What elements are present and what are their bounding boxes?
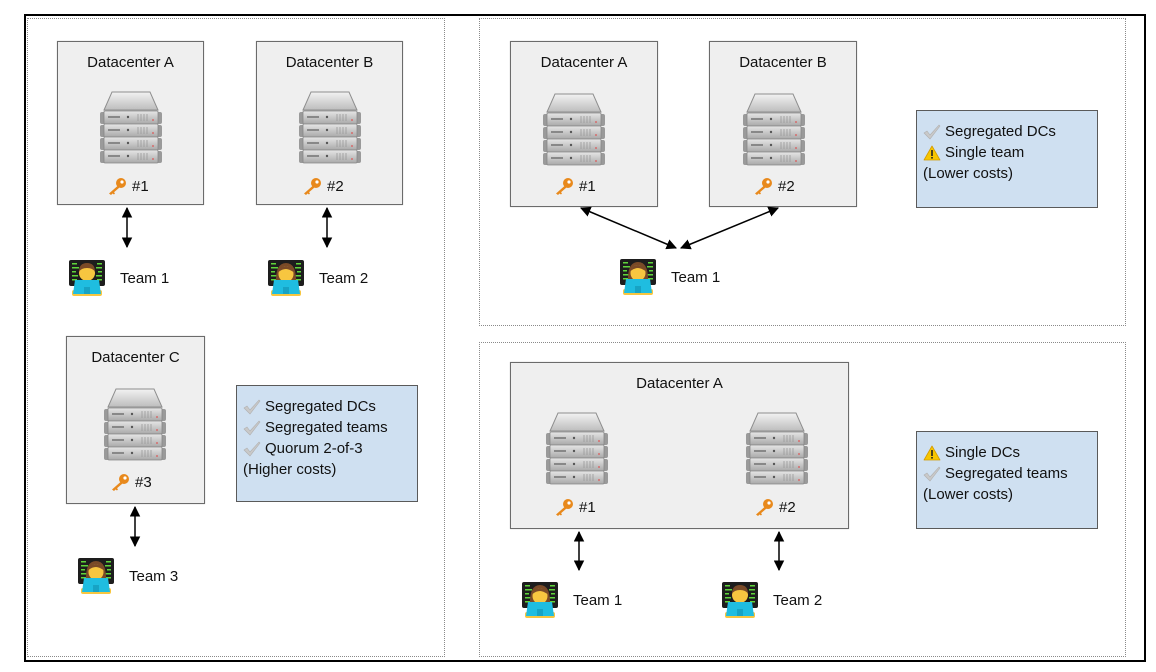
key-label: #2: [753, 498, 796, 516]
team-1-left: Team 1: [68, 260, 169, 296]
server-icon: [98, 90, 164, 164]
check-icon: [243, 441, 261, 457]
key-label: #1: [106, 177, 149, 195]
technologist-female-icon: [619, 259, 657, 295]
info-item-text: Single DCs: [945, 444, 1021, 461]
info-item: Single DCs: [923, 442, 1097, 463]
team-label: Team 1: [671, 268, 721, 286]
server-icon: [297, 90, 363, 164]
warning-icon: [923, 145, 941, 161]
check-icon: [243, 399, 261, 415]
datacenter-b-left: Datacenter B #2: [256, 41, 403, 205]
datacenter-title: Datacenter A: [540, 54, 628, 71]
datacenter-a-left: Datacenter A #1: [57, 41, 204, 205]
key-number: #3: [135, 473, 152, 491]
datacenter-c-left: Datacenter C #3: [66, 336, 205, 504]
panel-single-team: [479, 18, 1126, 326]
key-icon: [752, 177, 774, 195]
info-box-single-dc: Single DCs Segregated teams (Lower costs…: [916, 431, 1098, 529]
key-icon: [753, 498, 775, 516]
datacenter-title: Datacenter B: [739, 54, 827, 71]
team-3-left: Team 3: [77, 558, 178, 594]
key-number: #2: [778, 177, 795, 195]
info-item-text: Segregated DCs: [265, 398, 376, 415]
key-number: #1: [579, 498, 596, 516]
key-icon: [301, 177, 323, 195]
team-label: Team 1: [573, 591, 623, 609]
datacenter-title: Datacenter C: [91, 349, 180, 366]
datacenter-b-top-right: Datacenter B #2: [709, 41, 857, 207]
team-label: Team 1: [120, 269, 170, 287]
info-note: (Higher costs): [243, 459, 417, 480]
key-icon: [553, 177, 575, 195]
datacenter-title: Datacenter A: [87, 54, 174, 71]
server-icon: [102, 387, 168, 461]
team-label: Team 3: [129, 567, 179, 585]
info-box-single-team: Segregated DCs Single team (Lower costs): [916, 110, 1098, 208]
key-label: #1: [553, 498, 596, 516]
key-number: #1: [579, 177, 596, 195]
info-box-quorum: Segregated DCs Segregated teams Quorum 2…: [236, 385, 418, 502]
panel-single-datacenter: [479, 342, 1126, 657]
server-icon: [544, 411, 610, 485]
datacenter-a-bottom-right: Datacenter A #1 #2: [510, 362, 849, 529]
info-note-text: (Lower costs): [923, 165, 1014, 182]
datacenter-title: Datacenter B: [285, 54, 374, 71]
info-item: Segregated teams: [243, 417, 417, 438]
key-label: #2: [752, 177, 795, 195]
info-item-text: Segregated teams: [945, 465, 1068, 482]
server-icon: [541, 92, 607, 166]
datacenter-title: Datacenter A: [636, 375, 723, 392]
info-item: Single team: [923, 142, 1097, 163]
info-item-text: Single team: [945, 144, 1025, 161]
key-icon: [109, 473, 131, 491]
check-icon: [243, 420, 261, 436]
info-item: Segregated teams: [923, 463, 1097, 484]
technologist-male-icon: [68, 260, 106, 296]
team-label: Team 2: [319, 269, 369, 287]
info-note: (Lower costs): [923, 163, 1097, 184]
server-icon: [741, 92, 807, 166]
info-item-text: Segregated teams: [265, 419, 388, 436]
key-icon: [553, 498, 575, 516]
key-label: #2: [301, 177, 344, 195]
technologist-male-icon: [721, 582, 759, 618]
check-icon: [923, 466, 941, 482]
check-icon: [923, 124, 941, 140]
key-label: #3: [109, 473, 152, 491]
panel-three-datacenters: [27, 18, 445, 657]
diagram-frame: [24, 14, 1146, 662]
warning-icon: [923, 445, 941, 461]
datacenter-a-top-right: Datacenter A #1: [510, 41, 658, 207]
info-note-text: (Lower costs): [923, 486, 1014, 503]
team-label: Team 2: [773, 591, 823, 609]
info-note: (Lower costs): [923, 484, 1097, 505]
technologist-female-icon: [267, 260, 305, 296]
info-item-text: Quorum 2-of-3: [265, 440, 363, 457]
key-label: #1: [553, 177, 596, 195]
team-1-top-right: Team 1: [619, 259, 720, 295]
key-icon: [106, 177, 128, 195]
server-icon: [744, 411, 810, 485]
info-item: Segregated DCs: [923, 121, 1097, 142]
key-number: #2: [327, 177, 344, 195]
team-2-left: Team 2: [267, 260, 368, 296]
team-2-bottom-right: Team 2: [721, 582, 822, 618]
info-item: Quorum 2-of-3: [243, 438, 417, 459]
info-item-text: Segregated DCs: [945, 123, 1056, 140]
key-number: #1: [132, 177, 149, 195]
info-note-text: (Higher costs): [243, 461, 337, 478]
team-1-bottom-right: Team 1: [521, 582, 622, 618]
technologist-female-icon: [521, 582, 559, 618]
technologist-female-icon: [77, 558, 115, 594]
info-item: Segregated DCs: [243, 396, 417, 417]
key-number: #2: [779, 498, 796, 516]
